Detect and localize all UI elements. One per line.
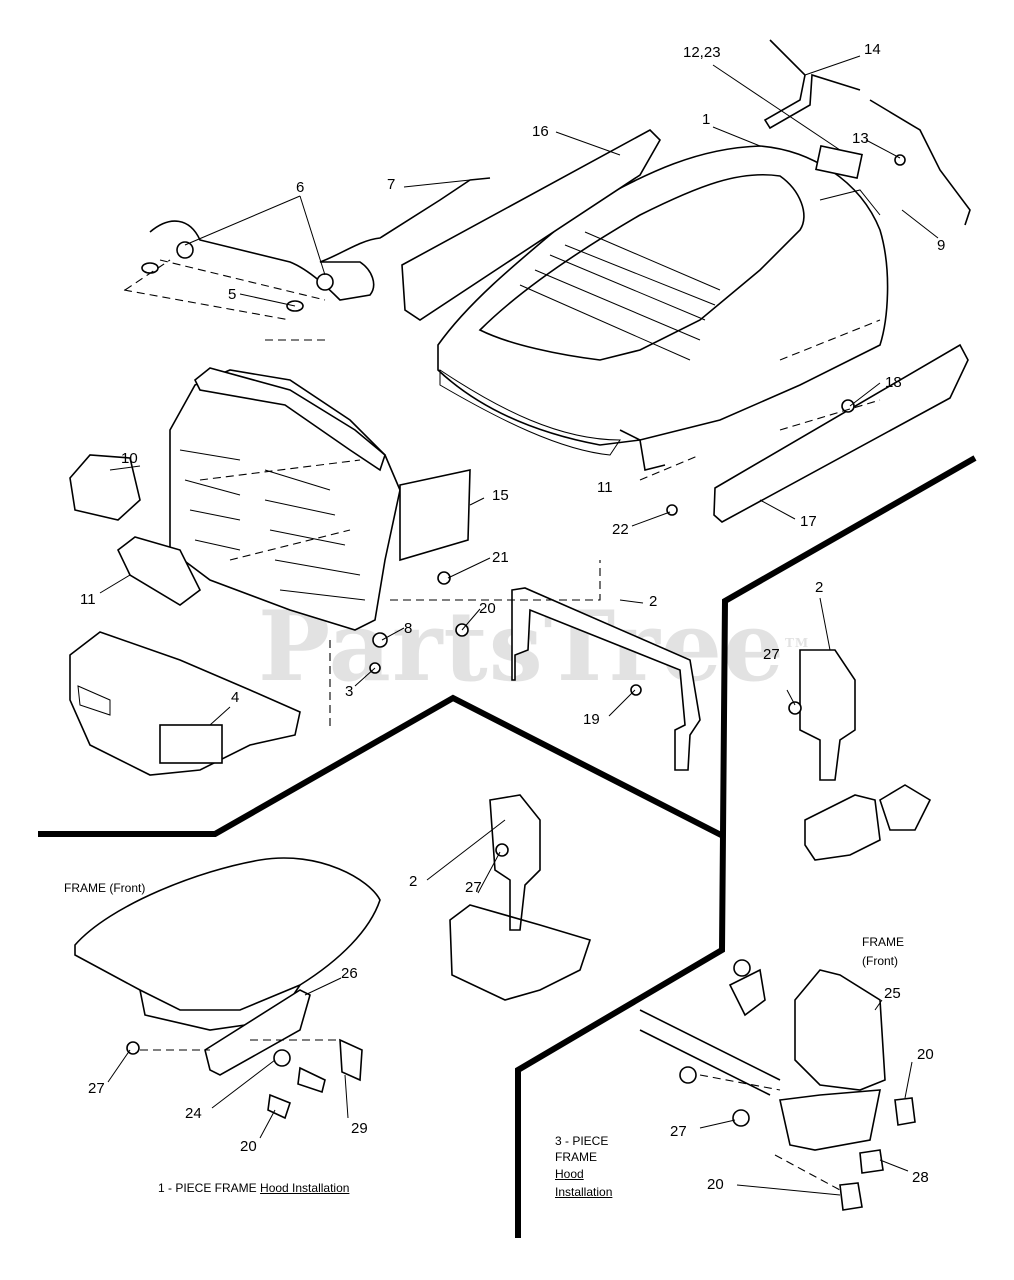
- frame-left: [74, 857, 381, 1120]
- bolt-21: [437, 571, 451, 585]
- callout-13: 13: [852, 130, 869, 147]
- callout-27-center: 27: [465, 879, 482, 896]
- callout-15: 15: [492, 487, 509, 504]
- bolt-29b: [297, 1066, 326, 1094]
- bolt-18: [841, 399, 855, 413]
- caption-frame-right: FRAME: [862, 935, 904, 949]
- callout-14: 14: [864, 41, 881, 58]
- callout-16: 16: [532, 123, 549, 140]
- callout-21: 21: [492, 549, 509, 566]
- cable-7: [149, 177, 491, 301]
- frame-center: [449, 904, 592, 1001]
- washer-27-rl2: [732, 1109, 750, 1127]
- bracket-2-right: [799, 649, 856, 781]
- bolt-29a: [339, 1038, 363, 1082]
- callout-1: 1: [702, 111, 711, 128]
- leader-lines: [99, 55, 939, 1196]
- callout-20-bottom: 20: [707, 1176, 724, 1193]
- hood-part: [437, 145, 889, 456]
- callout-20-left: 20: [240, 1138, 257, 1155]
- bolt-20-rl: [894, 1097, 916, 1126]
- callout-29: 29: [351, 1120, 368, 1137]
- lens-10: [69, 454, 141, 521]
- callout-6: 6: [296, 179, 305, 196]
- callout-25: 25: [884, 985, 901, 1002]
- bulb-5a: [141, 262, 159, 274]
- callout-22: 22: [612, 521, 629, 538]
- callout-18: 18: [885, 374, 902, 391]
- nut-8: [372, 632, 388, 648]
- callout-4: 4: [231, 689, 240, 706]
- divider-right: [515, 455, 977, 1238]
- caption-front-right: (Front): [862, 954, 898, 968]
- callout-11-left: 11: [80, 591, 96, 608]
- side-panel-16: [401, 129, 661, 321]
- washer-27-left: [126, 1041, 140, 1055]
- frame-right-lower: [639, 959, 916, 1211]
- caption-three-piece-1: 3 - PIECE: [555, 1134, 609, 1148]
- callout-28: 28: [912, 1169, 929, 1186]
- callout-11-hood: 11: [597, 479, 613, 496]
- decal-4: [159, 724, 223, 764]
- callout-2-center: 2: [409, 873, 418, 890]
- washer-27-rl3: [733, 959, 751, 977]
- grille-part: [169, 367, 471, 631]
- callout-9: 9: [937, 237, 946, 254]
- callout-2-right: 2: [815, 579, 824, 596]
- rod-part-14: [763, 39, 971, 226]
- callout-27-right: 27: [763, 646, 780, 663]
- bumper-part: [69, 631, 301, 776]
- callout-26: 26: [341, 965, 358, 982]
- bolt-20-rl2: [839, 1182, 863, 1211]
- callout-19: 19: [583, 711, 600, 728]
- caption-one-piece: 1 - PIECE FRAME Hood Installation: [158, 1181, 350, 1196]
- callout-20-main: 20: [479, 600, 496, 617]
- callout-12-23: 12,23: [683, 44, 721, 61]
- watermark-tm: TM: [784, 636, 810, 650]
- callout-8: 8: [404, 620, 413, 637]
- callout-17: 17: [800, 513, 817, 530]
- bolt-28: [859, 1149, 884, 1174]
- callout-27-left: 27: [88, 1080, 105, 1097]
- frame-right-upper: [804, 794, 881, 861]
- caption-frame-front-left: FRAME (Front): [64, 881, 146, 895]
- callout-3: 3: [345, 683, 354, 700]
- callout-24: 24: [185, 1105, 202, 1122]
- caption-one-piece-prefix: 1 - PIECE FRAME: [158, 1181, 261, 1195]
- caption-three-piece-3: Hood: [555, 1167, 584, 1181]
- side-panel-17: [713, 343, 969, 523]
- spacer-24: [273, 1049, 291, 1067]
- bracket-2: [511, 587, 701, 771]
- caption-three-piece-4: Installation: [555, 1185, 613, 1199]
- caption-one-piece-underlined: Hood Installation: [260, 1181, 350, 1195]
- washer-19: [630, 684, 642, 696]
- bracket-11: [619, 429, 666, 471]
- callout-2-main: 2: [649, 593, 658, 610]
- caption-three-piece-2: FRAME: [555, 1150, 597, 1164]
- light-6a: [176, 241, 194, 259]
- nut-13: [894, 154, 906, 166]
- washer-27-right: [788, 701, 802, 715]
- divider-left: [38, 694, 725, 839]
- screw-22: [666, 504, 678, 516]
- callout-10: 10: [121, 450, 138, 467]
- washer-27-center: [495, 843, 509, 857]
- washer-27-rl1: [679, 1066, 697, 1084]
- callout-20-right: 20: [917, 1046, 934, 1063]
- callout-7: 7: [387, 176, 396, 193]
- bolt-20-left: [267, 1093, 291, 1120]
- callout-27-right-lower: 27: [670, 1123, 687, 1140]
- callout-5: 5: [228, 286, 237, 303]
- light-6b: [316, 273, 334, 291]
- emblem-part: [815, 144, 863, 180]
- bracket-2-center: [489, 794, 541, 931]
